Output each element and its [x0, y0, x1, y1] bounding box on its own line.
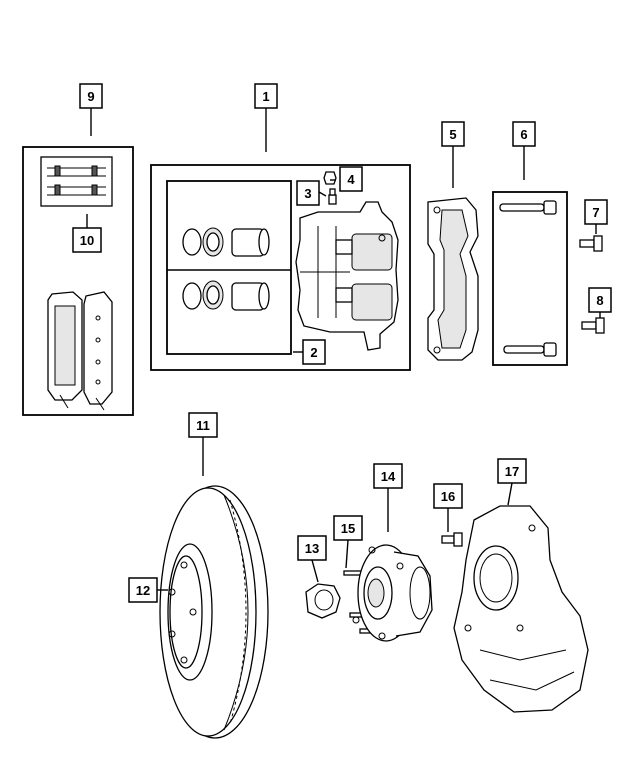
callout-16: 16	[433, 483, 463, 509]
guide-pins	[499, 200, 557, 357]
hub-nut	[305, 583, 341, 619]
caliper-mounting-bracket	[427, 197, 479, 361]
callout-label: 2	[310, 345, 317, 360]
leader-lines	[86, 108, 601, 591]
callout-13: 13	[297, 535, 327, 561]
callout-1: 1	[254, 83, 278, 109]
callout-3: 3	[296, 180, 320, 206]
callout-14: 14	[373, 463, 403, 489]
callout-11: 11	[188, 412, 218, 438]
brake-pads	[47, 291, 113, 411]
callout-6: 6	[512, 121, 536, 147]
seal-kit-frame	[166, 180, 292, 355]
dust-shield	[453, 505, 589, 713]
callout-label: 6	[520, 127, 527, 142]
callout-label: 15	[341, 521, 355, 536]
callout-label: 3	[304, 186, 311, 201]
callout-5: 5	[441, 121, 465, 147]
hub-and-bearing	[343, 544, 433, 642]
bleeder-screw	[328, 188, 337, 205]
callout-label: 9	[87, 89, 94, 104]
callout-7: 7	[584, 199, 608, 225]
callout-label: 8	[596, 293, 603, 308]
pin-kit-frame	[492, 191, 568, 366]
callout-2: 2	[302, 339, 326, 365]
callout-label: 12	[136, 583, 150, 598]
piston-seals	[182, 227, 270, 311]
callout-8: 8	[588, 287, 612, 313]
callout-label: 1	[262, 89, 269, 104]
callout-4: 4	[339, 166, 363, 192]
callout-label: 5	[449, 127, 456, 142]
callout-17: 17	[497, 458, 527, 484]
caliper-bolt-upper	[579, 235, 603, 252]
bleeder-cap	[323, 171, 337, 185]
callout-10: 10	[72, 227, 102, 253]
callout-12: 12	[128, 577, 158, 603]
callout-label: 16	[441, 489, 455, 504]
callout-label: 10	[80, 233, 94, 248]
shield-bolt	[441, 532, 463, 547]
callout-label: 13	[305, 541, 319, 556]
brake-caliper	[295, 201, 399, 351]
callout-label: 17	[505, 464, 519, 479]
callout-label: 4	[347, 172, 355, 187]
callout-label: 7	[592, 205, 599, 220]
callout-9: 9	[79, 83, 103, 109]
callout-label: 11	[196, 418, 210, 433]
caliper-bolt-lower	[581, 317, 605, 334]
brake-pad-clips	[40, 156, 113, 207]
callout-label: 14	[381, 469, 396, 484]
brake-rotor	[159, 485, 269, 739]
callout-15: 15	[333, 515, 363, 541]
